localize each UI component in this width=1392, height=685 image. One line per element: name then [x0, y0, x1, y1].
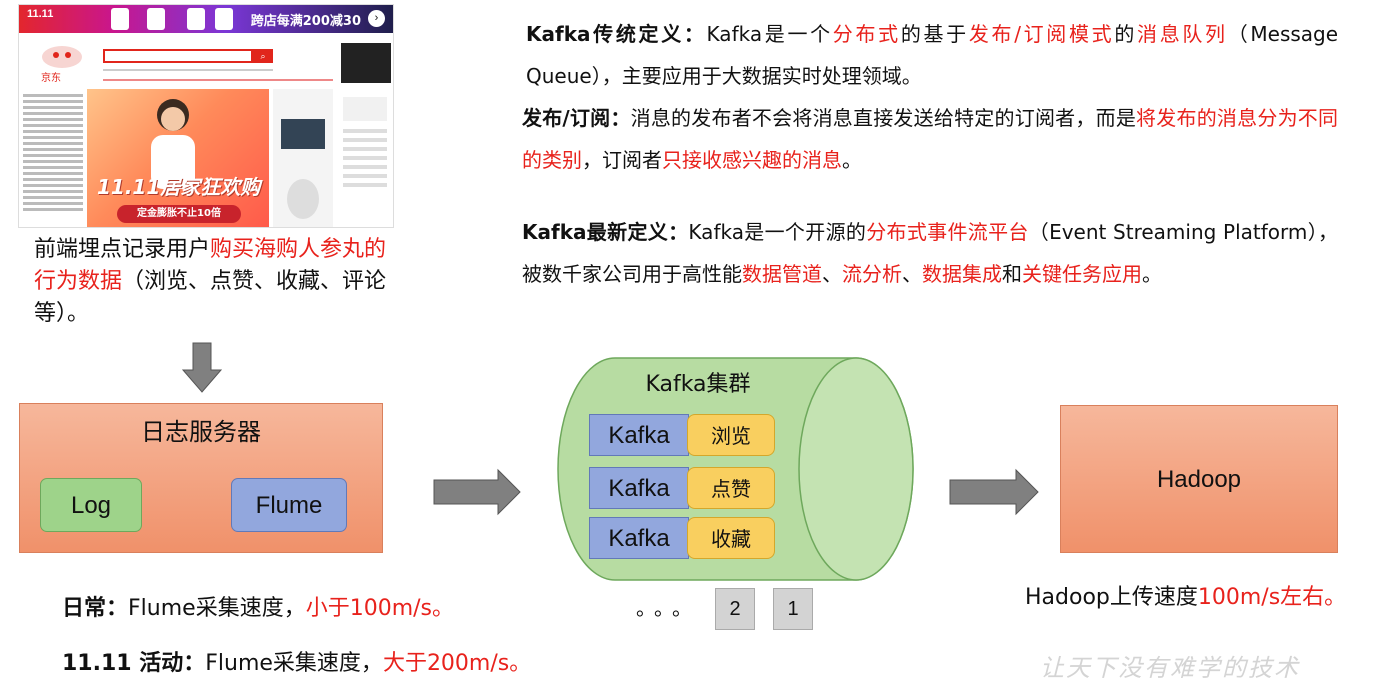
latest-definition: Kafka最新定义：Kafka是一个开源的分布式事件流平台（Event Stre… — [522, 220, 1339, 286]
caption-text: （浏览、点赞、收藏、评论等）。 — [34, 269, 387, 326]
product-thumb — [215, 8, 233, 30]
hero-slogan: 11.11居家狂欢购 — [97, 175, 261, 199]
kafka-topic-row: Kafka 浏览 — [589, 414, 775, 456]
promo-thumb — [341, 43, 391, 83]
log-server-title: 日志服务器 — [141, 418, 261, 446]
watch-thumb — [287, 179, 319, 219]
kafka-topic-row: Kafka 收藏 — [589, 517, 775, 559]
jd-logo-icon — [42, 46, 82, 68]
service-column — [337, 89, 393, 227]
hero-cta-button[interactable]: 定金膨胀不止10倍 — [117, 205, 241, 223]
kafka-cluster-title: Kafka集群 — [645, 372, 751, 397]
kafka-broker: Kafka — [589, 467, 689, 509]
jd-homepage-screenshot: 11.11 跨店每满200减30 › 京东 ⌕ 11.11居家狂欢购 定金膨胀不… — [18, 4, 394, 228]
watermark: 让天下没有难学的技术 — [1040, 654, 1300, 682]
search-input[interactable] — [103, 49, 253, 63]
traditional-definition: Kafka传统定义：Kafka是一个分布式的基于发布/订阅模式的消息队列（Mes… — [526, 22, 1339, 88]
hadoop-box: Hadoop — [1060, 405, 1338, 553]
kafka-topic: 浏览 — [687, 414, 775, 456]
down-arrow-icon — [181, 342, 223, 393]
divider — [103, 69, 273, 71]
product-thumb — [111, 8, 129, 30]
daily-speed-note: 日常：Flume采集速度，小于100m/s。 — [62, 596, 454, 621]
caption-highlight: 购买海购人参丸的行为数据 — [34, 237, 387, 294]
pubsub-definition: 发布/订阅：消息的发布者不会将消息直接发送给特定的订阅者，而是将发布的消息分为不… — [522, 106, 1339, 172]
kafka-broker: Kafka — [589, 414, 689, 456]
category-sidebar — [23, 91, 83, 227]
partition-box: 2 — [715, 588, 755, 630]
arrow-right-icon: › — [368, 10, 385, 27]
laptop-thumb — [281, 119, 325, 149]
caption-text: 前端埋点记录用户 — [34, 237, 211, 262]
product-thumb — [147, 8, 165, 30]
nav-bar — [103, 79, 333, 81]
partition-ellipsis: 。。。 — [636, 598, 700, 620]
partition-box: 1 — [773, 588, 813, 630]
definition-label: Kafka传统定义： — [526, 22, 707, 46]
hadoop-speed-note: Hadoop上传速度100m/s左右。 — [1025, 585, 1347, 610]
person-icon — [151, 99, 195, 189]
screenshot-caption: 前端埋点记录用户购买海购人参丸的行为数据（浏览、点赞、收藏、评论等）。 — [34, 234, 394, 330]
right-arrow-icon — [433, 468, 521, 516]
definition-label: Kafka最新定义： — [522, 220, 689, 244]
logo-text: 京东 — [41, 73, 61, 84]
kafka-definitions: Kafka传统定义：Kafka是一个分布式的基于发布/订阅模式的消息队列（Mes… — [480, 14, 1338, 296]
ad-tag: 11.11 — [27, 8, 54, 20]
sale-speed-note: 11.11 活动：Flume采集速度，大于200m/s。 — [62, 651, 532, 676]
promo-column — [273, 89, 333, 227]
ad-promo-text: 跨店每满200减30 — [250, 14, 361, 29]
log-box: Log — [40, 478, 142, 532]
definition-label: 发布/订阅： — [522, 106, 631, 130]
kafka-broker: Kafka — [589, 517, 689, 559]
cylinder-end — [798, 357, 914, 581]
kafka-topic: 收藏 — [687, 517, 775, 559]
right-arrow-icon — [949, 468, 1039, 516]
search-icon[interactable]: ⌕ — [253, 49, 273, 63]
kafka-topic: 点赞 — [687, 467, 775, 509]
hero-banner[interactable]: 11.11居家狂欢购 定金膨胀不止10倍 — [87, 89, 269, 227]
product-thumb — [187, 8, 205, 30]
kafka-topic-row: Kafka 点赞 — [589, 467, 775, 509]
flume-box: Flume — [231, 478, 347, 532]
ad-banner: 11.11 跨店每满200减30 › — [19, 5, 393, 33]
